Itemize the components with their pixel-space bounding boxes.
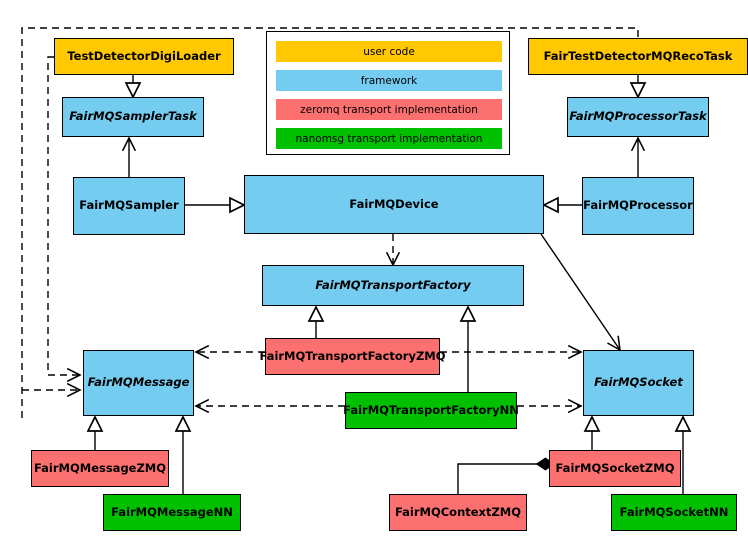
node-label: FairTestDetectorMQRecoTask: [543, 48, 733, 63]
node-fairmqcontextzmq[interactable]: FairMQContextZMQ: [389, 494, 527, 531]
edge-device-to-socket: [540, 233, 620, 350]
node-label: FairMQSocket: [594, 375, 683, 390]
node-fairmqmessagezmq[interactable]: FairMQMessageZMQ: [31, 450, 169, 487]
node-fairmqtransportfactory[interactable]: FairMQTransportFactory: [262, 265, 524, 306]
node-label: FairMQSampler: [79, 198, 179, 213]
node-fairmqprocessor[interactable]: FairMQProcessor: [582, 177, 694, 235]
node-label: FairMQSamplerTask: [69, 109, 197, 124]
edge-digiloader-to-message: [47, 56, 80, 375]
node-fairtestdetectormqrecotask[interactable]: FairTestDetectorMQRecoTask: [528, 38, 748, 75]
node-label: FairMQSocketNN: [619, 504, 729, 519]
node-label: FairMQTransportFactoryZMQ: [259, 348, 446, 363]
edge-usercode-outer-dashed: [21, 27, 639, 418]
node-label: FairMQProcessorTask: [569, 109, 707, 124]
node-fairmqsocket[interactable]: FairMQSocket: [583, 350, 694, 416]
node-fairmqsocketzmq[interactable]: FairMQSocketZMQ: [549, 450, 681, 487]
node-label: FairMQContextZMQ: [394, 504, 522, 519]
node-fairmqsamplertask[interactable]: FairMQSamplerTask: [62, 97, 204, 137]
node-fairmqprocessortask[interactable]: FairMQProcessorTask: [567, 97, 709, 137]
node-label: FairMQProcessor: [583, 198, 693, 213]
node-fairmqtransportfactorynn[interactable]: FairMQTransportFactoryNN: [343, 392, 519, 429]
legend-label: user code: [363, 45, 415, 58]
node-label: TestDetectorDigiLoader: [67, 48, 221, 63]
node-label: FairMQMessageZMQ: [33, 460, 167, 475]
node-fairmqdevice[interactable]: FairMQDevice: [244, 175, 544, 234]
legend-item-nanomsg: nanomsg transport implementation: [276, 128, 502, 149]
node-label: FairMQTransportFactory: [315, 277, 471, 292]
legend-item-zeromq: zeromq transport implementation: [276, 99, 502, 120]
legend-label: zeromq transport implementation: [300, 103, 478, 116]
node-label: FairMQTransportFactoryNN: [343, 402, 519, 417]
node-fairmqtransportfactoryzmq[interactable]: FairMQTransportFactoryZMQ: [260, 338, 446, 375]
legend-label: framework: [360, 74, 418, 87]
node-label: FairMQSocketZMQ: [555, 460, 675, 475]
node-label: FairMQDevice: [349, 196, 439, 211]
node-fairmqsampler[interactable]: FairMQSampler: [73, 177, 185, 235]
node-label: FairMQMessage: [87, 375, 190, 390]
node-testdetectordigiloader[interactable]: TestDetectorDigiLoader: [54, 38, 234, 75]
legend-label: nanomsg transport implementation: [295, 132, 483, 145]
node-fairmqmessagenn[interactable]: FairMQMessageNN: [103, 494, 241, 531]
edge-contextzmq-to-socketzmq: [457, 457, 556, 494]
legend-item-user-code: user code: [276, 41, 502, 62]
node-fairmqsocketnn[interactable]: FairMQSocketNN: [611, 494, 737, 531]
node-label: FairMQMessageNN: [111, 504, 233, 519]
legend-item-framework: framework: [276, 70, 502, 91]
legend-panel: user code framework zeromq transport imp…: [266, 31, 510, 155]
node-fairmqmessage[interactable]: FairMQMessage: [83, 350, 194, 416]
